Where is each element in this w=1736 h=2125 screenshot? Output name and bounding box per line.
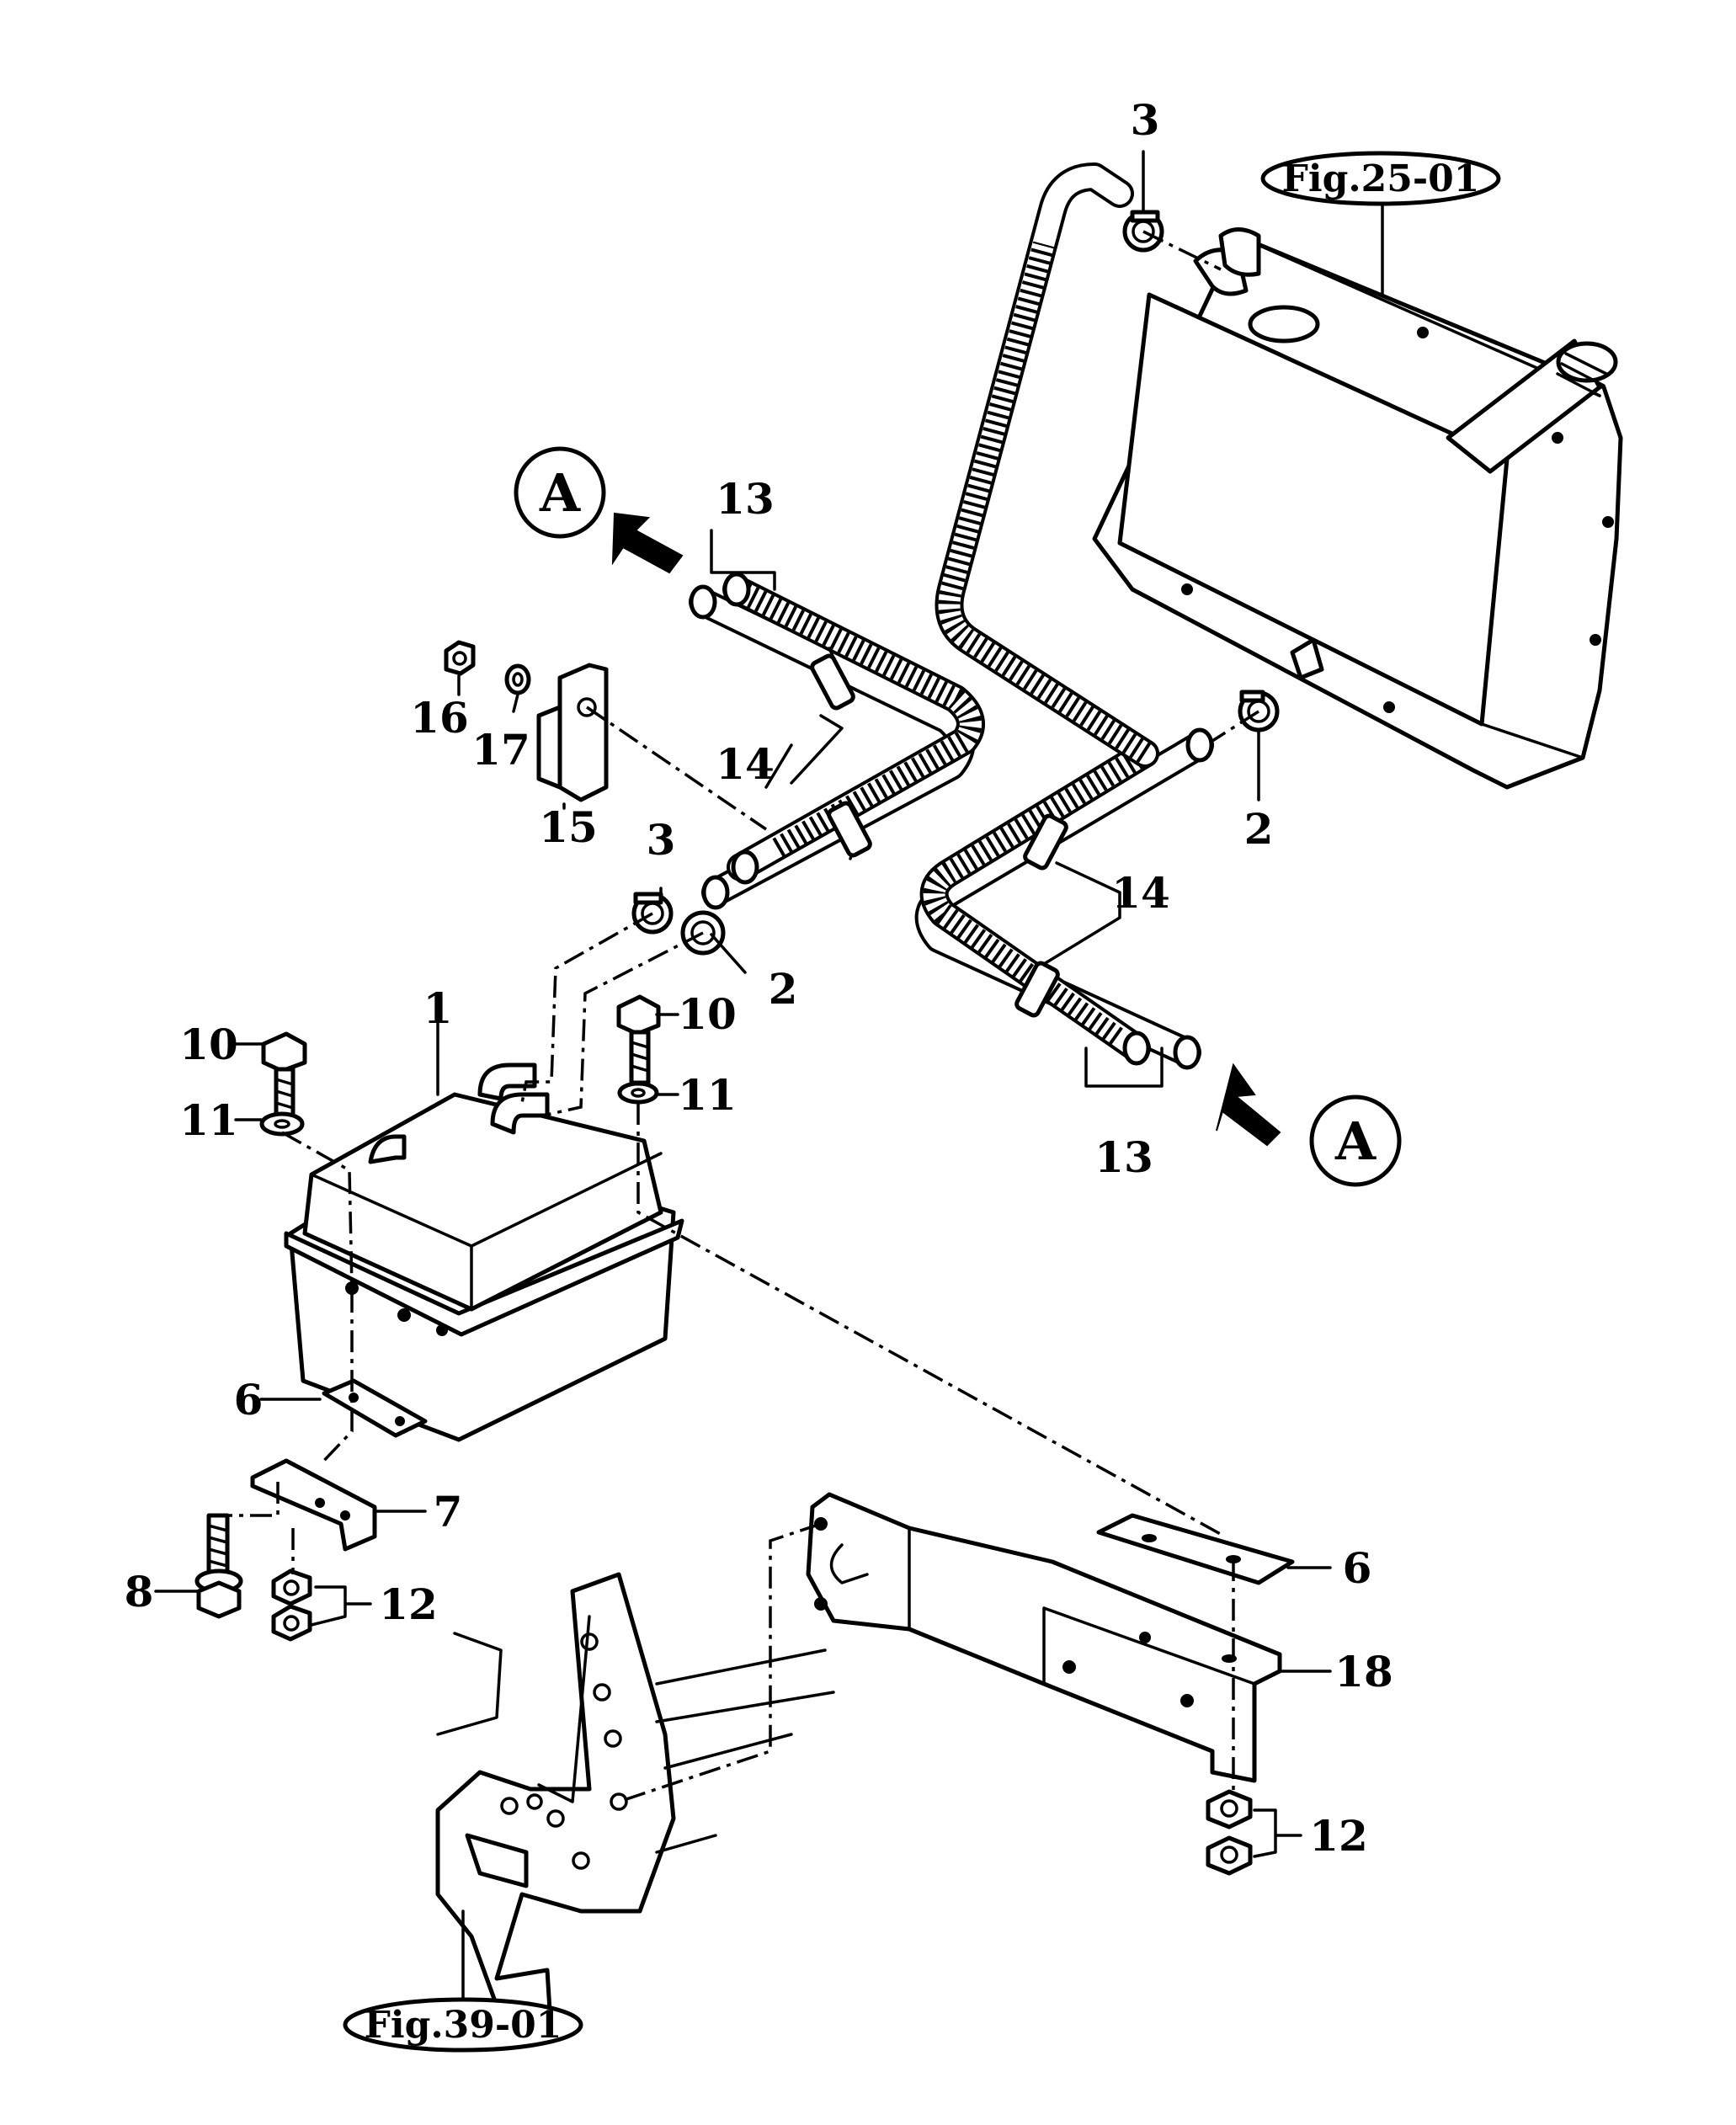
hose-assembly-right: [914, 162, 1214, 1070]
callout-10-right: 10: [678, 989, 737, 1039]
callout-17: 17: [471, 725, 530, 775]
callout-12-right: 12: [1309, 1811, 1368, 1861]
reserve-tank: [284, 1062, 684, 1442]
callout-3-lower: 3: [647, 815, 676, 865]
callout-1: 1: [423, 983, 453, 1033]
hose-clamps: [631, 210, 1280, 956]
callout-6-right: 6: [1343, 1543, 1372, 1593]
bolts-and-washers: [194, 994, 1295, 1876]
fig-ref-oval-bottom: [343, 1997, 583, 2053]
callout-13-left: 13: [716, 474, 775, 524]
callout-3-upper: 3: [1131, 95, 1160, 145]
frame: [435, 1572, 835, 2040]
center-lines: [215, 230, 1259, 1803]
callout-2-upper: 2: [1244, 804, 1274, 854]
callout-15: 15: [539, 802, 598, 852]
callout-14-left: 14: [716, 739, 775, 789]
callout-13-right: 13: [1094, 1132, 1153, 1182]
view-marker-upper: A: [539, 462, 581, 524]
callout-10-left: 10: [179, 1020, 238, 1069]
fig-ref-top-label[interactable]: Fig.25-01: [1282, 157, 1480, 200]
support-bracket: [806, 1492, 1282, 1783]
clamp-bracket: [444, 640, 609, 802]
view-marker-circle-lower: [1309, 1094, 1402, 1187]
callout-6-left: 6: [234, 1375, 264, 1425]
hose-assembly-left: [689, 572, 985, 910]
callout-7: 7: [434, 1487, 463, 1536]
radiator: [1092, 227, 1623, 790]
callout-8: 8: [125, 1567, 154, 1616]
callout-11-right: 11: [678, 1070, 737, 1120]
callout-11-left: 11: [179, 1095, 238, 1145]
view-arrows: [514, 446, 1402, 1187]
view-marker-circle-upper: [514, 446, 606, 539]
leader-lines: [154, 150, 1384, 2010]
fig-ref-oval-top: [1260, 151, 1501, 206]
callout-14-right: 14: [1111, 868, 1170, 918]
callout-16: 16: [410, 693, 469, 743]
callout-2-lower: 2: [769, 964, 798, 1014]
callout-18: 18: [1334, 1647, 1393, 1696]
fig-ref-bottom-label[interactable]: Fig.39-01: [365, 2004, 562, 2047]
view-marker-lower: A: [1334, 1110, 1377, 1172]
callout-12-left: 12: [379, 1579, 438, 1629]
